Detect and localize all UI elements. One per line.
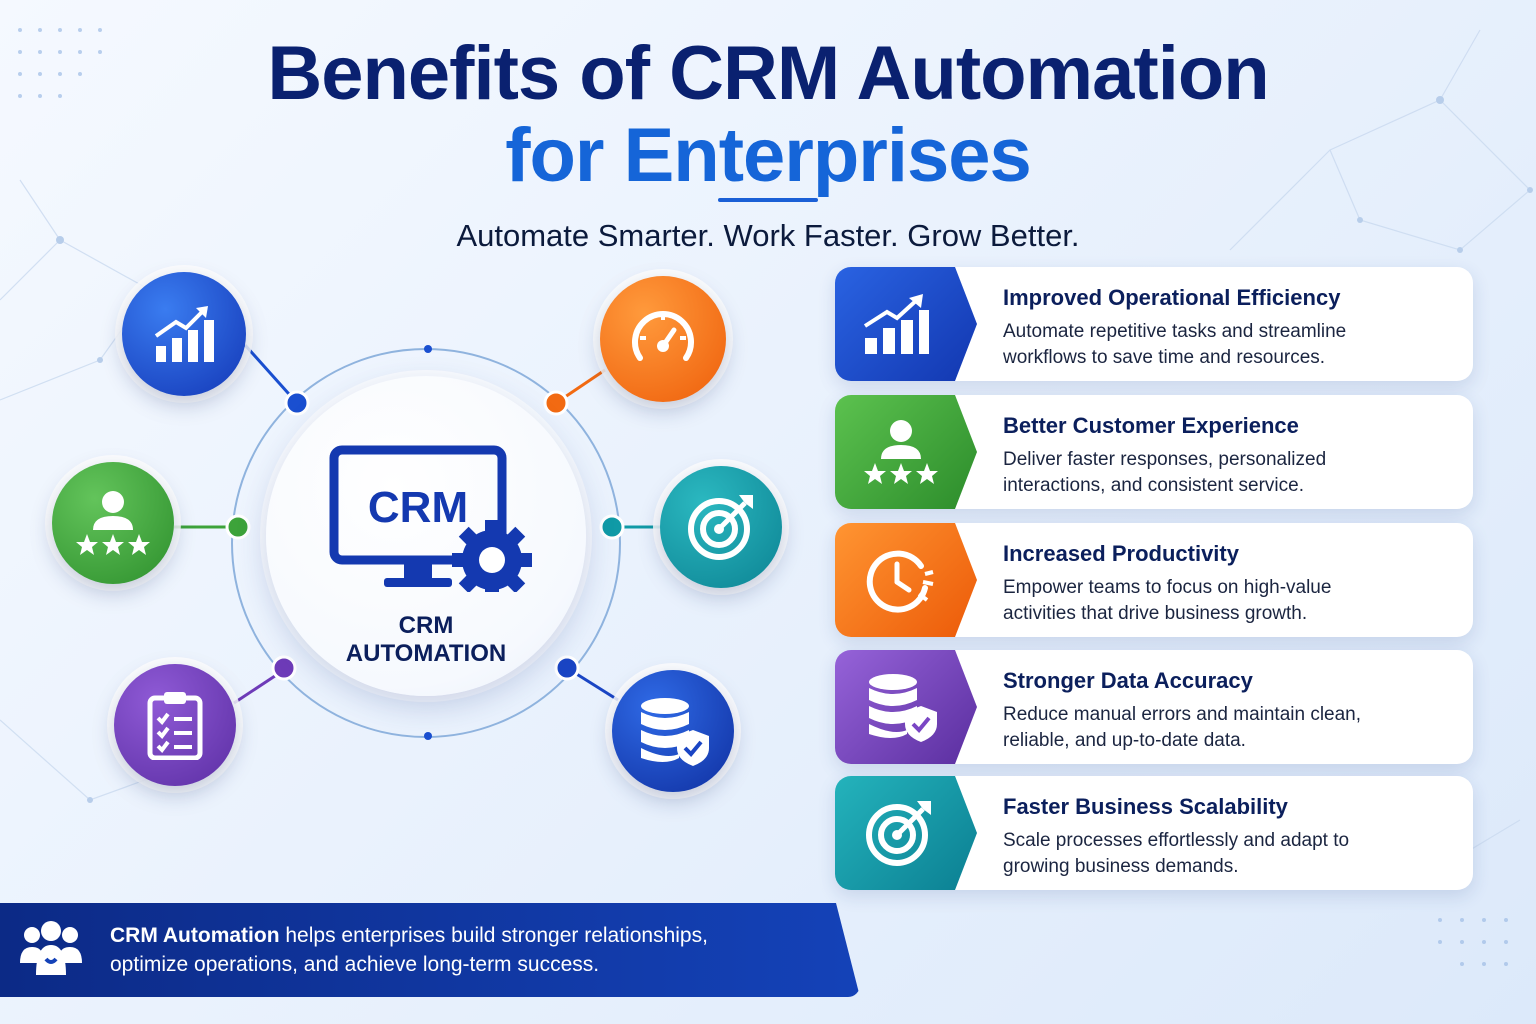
benefit-card-scalability: Faster Business Scalability Scale proces… — [835, 776, 1473, 890]
benefit-description: Reduce manual errors and maintain clean,… — [1003, 702, 1453, 754]
benefit-desc-line1: Scale processes effortlessly and adapt t… — [1003, 830, 1350, 851]
satellite-speed — [600, 276, 726, 402]
database-shield-icon — [869, 674, 937, 742]
database-shield-icon — [641, 698, 709, 766]
growth-chart-icon — [154, 306, 214, 362]
footer-bold: CRM Automation — [110, 924, 280, 947]
footer-line1: helps enterprises build stronger relatio… — [279, 924, 708, 947]
benefit-description: Scale processes effortlessly and adapt t… — [1003, 828, 1453, 880]
benefit-desc-line1: Empower teams to focus on high-value — [1003, 577, 1332, 598]
hub-label-line1: CRM — [398, 612, 454, 639]
footer-banner: CRM Automation helps enterprises build s… — [0, 903, 860, 997]
satellite-growth — [122, 272, 246, 396]
benefit-desc-line2: workflows to save time and resources. — [1003, 347, 1326, 368]
crm-monitor-icon: CRM — [329, 445, 532, 592]
target-icon — [688, 495, 753, 560]
benefit-card-tab — [835, 523, 977, 637]
satellite-checklist — [114, 664, 236, 786]
satellite-target — [660, 466, 782, 588]
benefit-description: Automate repetitive tasks and streamline… — [1003, 319, 1453, 371]
benefit-desc-line2: reliable, and up-to-date data. — [1003, 730, 1246, 751]
benefit-desc-line1: Reduce manual errors and maintain clean, — [1003, 704, 1362, 725]
benefit-card-efficiency: Improved Operational Efficiency Automate… — [835, 267, 1473, 381]
benefit-desc-line1: Automate repetitive tasks and streamline — [1003, 321, 1347, 342]
benefit-card-customer-experience: Better Customer Experience Deliver faste… — [835, 395, 1473, 509]
page-title-line1: Benefits of CRM Automation — [267, 31, 1269, 116]
benefit-description: Empower teams to focus on high-value act… — [1003, 575, 1453, 627]
checklist-icon — [147, 692, 203, 760]
title-divider — [718, 198, 818, 202]
customer-rating-icon — [76, 491, 150, 555]
benefit-card-tab — [835, 776, 977, 890]
monitor-label: CRM — [368, 483, 468, 532]
benefit-card-productivity: Increased Productivity Empower teams to … — [835, 523, 1473, 637]
footer-line2: optimize operations, and achieve long-te… — [110, 953, 600, 976]
team-icon — [20, 921, 82, 975]
benefit-title: Faster Business Scalability — [1003, 794, 1288, 819]
benefit-card-data-accuracy: Stronger Data Accuracy Reduce manual err… — [835, 650, 1473, 764]
customer-rating-icon — [864, 420, 938, 484]
footer-text: CRM Automation helps enterprises build s… — [110, 921, 830, 979]
benefit-desc-line2: activities that drive business growth. — [1003, 603, 1308, 624]
benefit-title: Stronger Data Accuracy — [1003, 668, 1253, 693]
benefit-card-tab — [835, 395, 977, 509]
hub-label-line2: AUTOMATION — [345, 640, 507, 667]
page-title-line2: for Enterprises — [505, 113, 1032, 198]
target-icon — [866, 801, 931, 866]
benefit-title: Increased Productivity — [1003, 541, 1239, 566]
tagline: Automate Smarter. Work Faster. Grow Bett… — [456, 218, 1080, 253]
benefit-desc-line2: growing business demands. — [1003, 856, 1239, 877]
speedometer-icon — [632, 311, 694, 361]
benefit-title: Better Customer Experience — [1003, 413, 1299, 438]
benefit-desc-line1: Deliver faster responses, personalized — [1003, 449, 1327, 470]
benefit-description: Deliver faster responses, personalized i… — [1003, 447, 1453, 499]
satellite-database — [612, 670, 734, 792]
satellite-customer — [52, 462, 174, 584]
benefit-card-tab — [835, 267, 977, 381]
crm-automation-hub: CRM CRM AUTOMATION — [266, 376, 586, 696]
benefit-title: Improved Operational Efficiency — [1003, 285, 1341, 310]
clock-icon — [866, 550, 934, 613]
benefit-desc-line2: interactions, and consistent service. — [1003, 475, 1304, 496]
growth-chart-icon — [863, 294, 929, 354]
benefit-card-tab — [835, 650, 977, 764]
hub-label: CRM AUTOMATION — [266, 612, 586, 668]
